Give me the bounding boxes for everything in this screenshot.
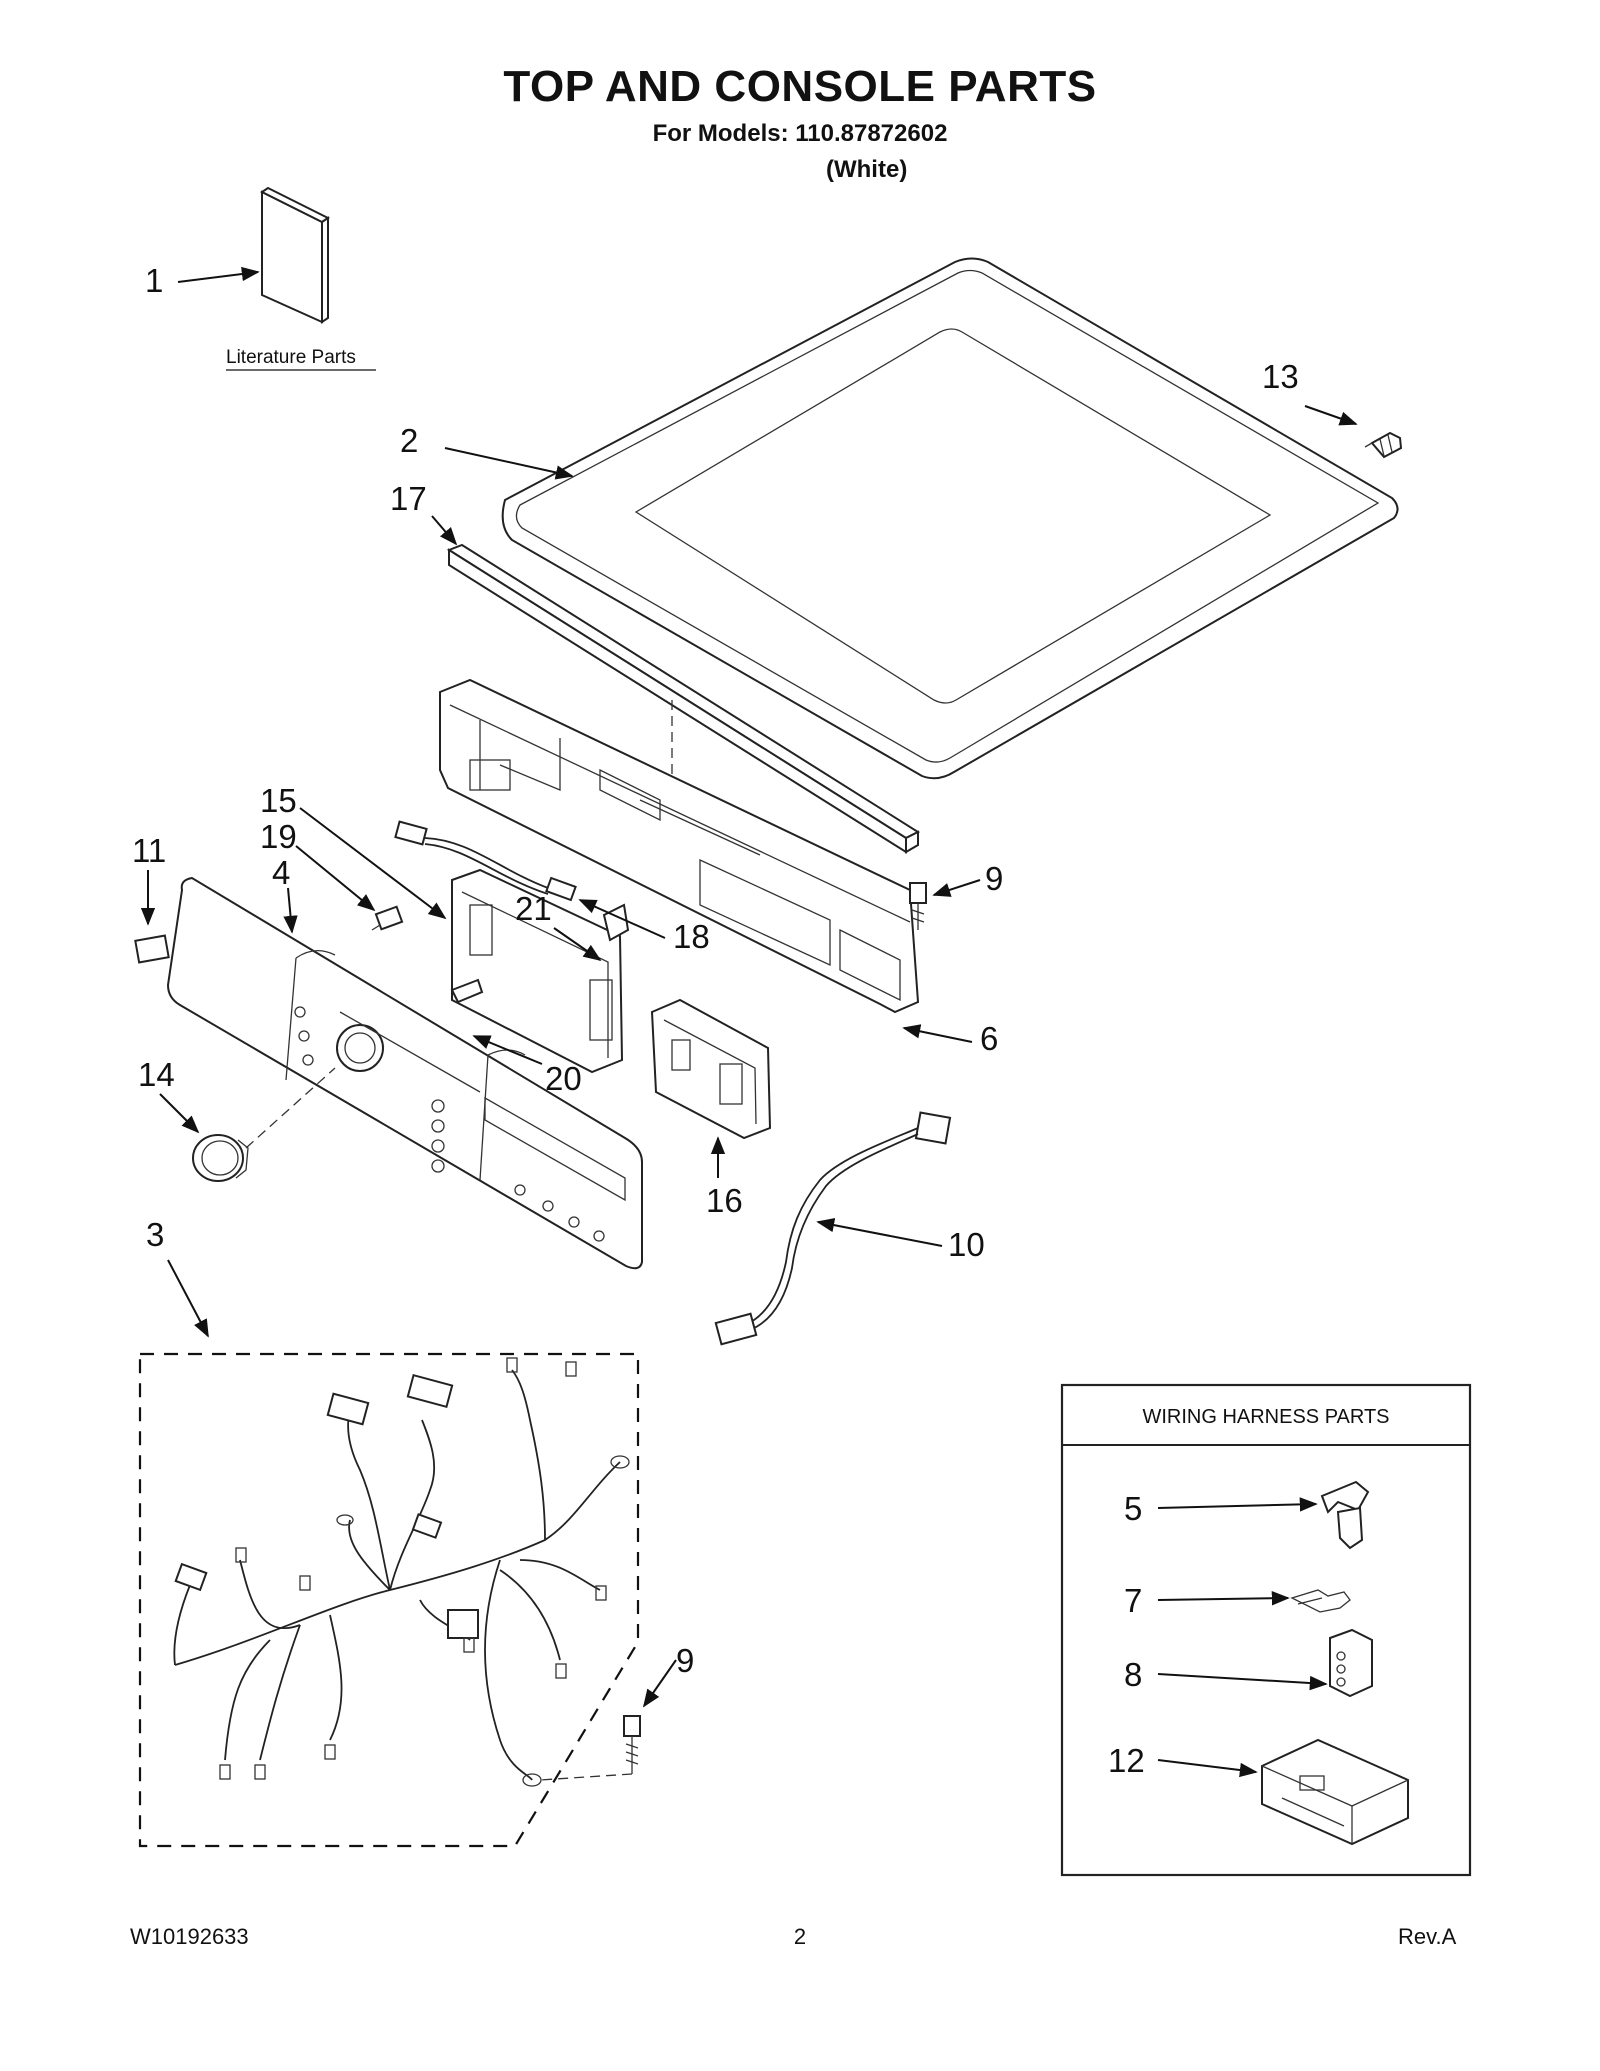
ui-housing[interactable] [451,868,624,1074]
callout-2: 2 [400,422,418,459]
callout-4: 4 [272,854,290,891]
callout-17: 17 [390,480,427,517]
model-color: (White) [826,156,908,183]
callout-12: 12 [1108,1742,1145,1779]
screw-9-lower[interactable] [623,1715,641,1774]
connector-12[interactable] [1261,1738,1409,1846]
terminal-7[interactable] [1290,1589,1351,1613]
screw-13[interactable] [1364,431,1403,459]
page-title: TOP AND CONSOLE PARTS [503,62,1097,111]
page-number: 2 [793,1924,807,1949]
top-panel[interactable] [501,257,1399,780]
callout-5: 5 [1124,1490,1142,1527]
console-harness[interactable] [714,1111,952,1346]
main-harness-boundary [138,1352,640,1848]
part-20[interactable] [450,978,484,1004]
callout-15: 15 [260,782,297,819]
callout-8: 8 [1124,1656,1142,1693]
callout-13: 13 [1262,358,1299,395]
console-panel[interactable] [134,876,643,1270]
control-board[interactable] [650,998,772,1140]
doc-number: W10192633 [130,1924,249,1949]
callout-10: 10 [948,1226,985,1263]
small-harness[interactable] [394,820,577,902]
models-line: For Models: 110.87872602 [652,120,948,147]
knob[interactable] [192,1134,249,1182]
callout-1: 1 [145,262,163,299]
literature-book[interactable] [260,186,330,324]
main-harness[interactable] [173,1357,630,1787]
wiring-harness-box [1060,1383,1472,1877]
callout-3: 3 [146,1216,164,1253]
console-bracket[interactable] [439,678,920,1014]
literature-parts-label: Literature Parts [226,347,356,368]
callout-9-upper: 9 [985,860,1003,897]
callout-7: 7 [1124,1582,1142,1619]
callout-11: 11 [132,832,166,869]
callout-18: 18 [673,918,710,955]
callout-6: 6 [980,1020,998,1057]
callout-9-lower: 9 [676,1642,694,1679]
callout-21: 21 [515,890,552,927]
callout-20: 20 [545,1060,582,1097]
screw-19[interactable] [371,905,404,931]
wiring-harness-title: WIRING HARNESS PARTS [1142,1406,1389,1428]
callout-14: 14 [138,1056,175,1093]
harness-clip-5[interactable] [1320,1480,1370,1550]
screw-9-upper[interactable] [909,882,927,930]
front-strip[interactable] [446,543,921,854]
revision: Rev.A [1398,1924,1457,1949]
connector-8[interactable] [1329,1628,1373,1698]
callout-16: 16 [706,1182,743,1219]
callout-19: 19 [260,818,297,855]
